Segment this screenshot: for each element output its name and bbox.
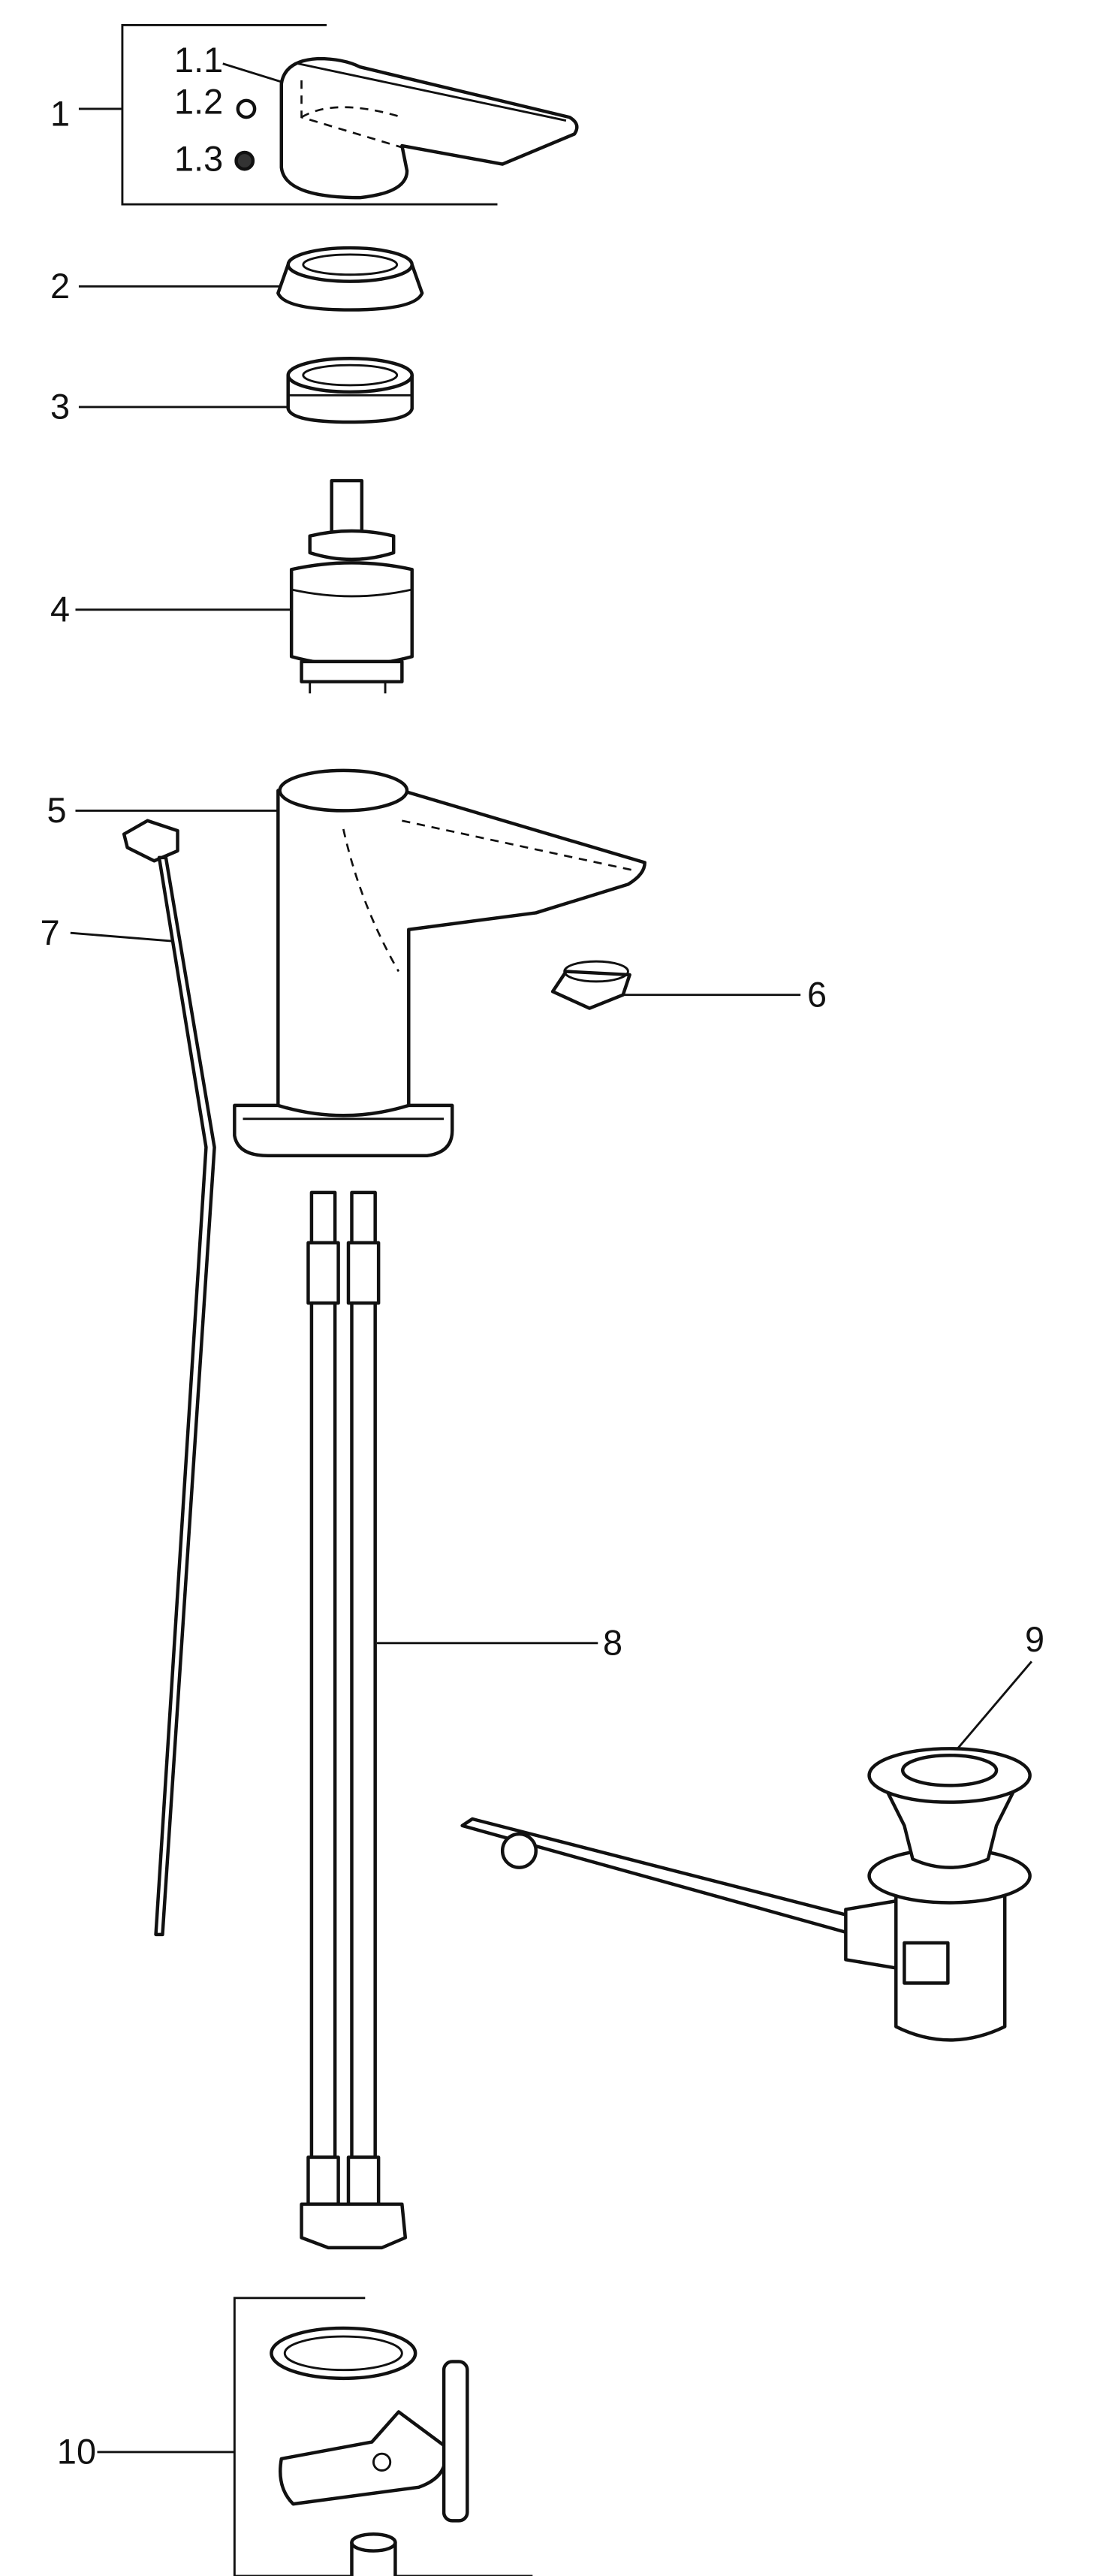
part-5-faucet-body: 5 <box>47 768 646 1158</box>
label-1-2: 1.2 <box>174 83 223 122</box>
screw-1-2 <box>236 98 257 119</box>
part-3-nut: 3 <box>50 357 414 427</box>
part-2-cover: 2 <box>50 246 424 312</box>
part-8-hoses: 8 <box>300 1190 622 2250</box>
handle-lever-1-1 <box>279 56 579 200</box>
label-10: 10 <box>57 2433 96 2472</box>
label-3: 3 <box>50 388 70 427</box>
label-4: 4 <box>50 590 70 629</box>
label-1-1: 1.1 <box>174 41 223 80</box>
part-6-aerator: 6 <box>550 960 827 1014</box>
plug-1-3 <box>234 150 255 171</box>
label-5: 5 <box>47 791 67 830</box>
part-9-pop-up-waste: 9 <box>460 1620 1044 2042</box>
part-7-lift-rod: 7 <box>41 819 216 1937</box>
label-1-3: 1.3 <box>174 139 223 178</box>
label-9: 9 <box>1025 1620 1044 1659</box>
label-1: 1 <box>50 94 70 133</box>
label-2: 2 <box>50 267 70 306</box>
part-10-fixing-set: 10 <box>57 2297 533 2576</box>
label-7: 7 <box>41 913 60 952</box>
part-4-cartridge: 4 <box>50 478 414 694</box>
label-6: 6 <box>807 975 827 1014</box>
part-1-group: 1 1.1 1.2 1.3 <box>50 24 579 206</box>
label-8: 8 <box>603 1623 622 1662</box>
